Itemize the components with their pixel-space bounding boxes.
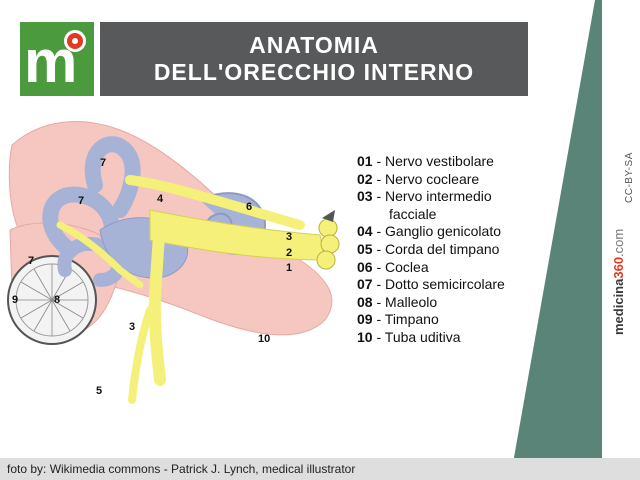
legend-item: 09 - Timpano [357, 311, 505, 329]
legend-text: Nervo cocleare [385, 170, 480, 187]
legend-text: Dotto semicircolare [385, 276, 505, 293]
legend-number: 03 [357, 188, 373, 205]
legend-separator: - [372, 240, 386, 257]
legend-text: Tuba uditiva [384, 328, 461, 345]
legend-number: 07 [357, 276, 373, 293]
legend-item: 06 - Coclea [357, 259, 505, 277]
side-panel [602, 0, 640, 458]
label-6: 6 [246, 201, 252, 213]
legend-item: 08 - Malleolo [357, 294, 505, 312]
legend-number: 02 [357, 170, 373, 187]
tympanic-membrane [7, 255, 97, 345]
chorda-tympani [128, 306, 154, 404]
title-box: ANATOMIA DELL'ORECCHIO INTERNO [100, 22, 528, 96]
legend-number: 04 [357, 223, 373, 240]
facial-nerve-upper [125, 175, 305, 230]
vertical-brand: medicina360.com [611, 229, 626, 335]
legend-item: 02 - Nervo cocleare [357, 171, 505, 189]
page-title-line1: ANATOMIA [249, 32, 379, 58]
label-8: 8 [54, 294, 60, 306]
medicina360-logo: m [20, 22, 94, 96]
label-7: 7 [78, 195, 84, 207]
legend-number: 05 [357, 240, 373, 257]
legend-text: Nervo intermedio [385, 188, 492, 205]
legend-separator: - [372, 293, 386, 310]
label-1: 1 [286, 262, 292, 274]
legend-separator: - [372, 328, 385, 345]
label-4: 4 [157, 193, 164, 205]
inner-ear-diagram: 7 7 7 4 6 3 2 1 9 8 3 10 5 [7, 121, 340, 404]
label-7: 7 [100, 157, 106, 169]
legend-text: Nervo vestibolare [385, 153, 494, 169]
legend-number: 06 [357, 258, 373, 275]
malleus-nerve-branch [56, 221, 144, 289]
legend-separator: - [372, 153, 386, 169]
brand-medicina: medicina [611, 278, 626, 335]
label-7: 7 [28, 255, 34, 267]
legend-separator: - [372, 276, 386, 293]
license-label: CC-BY-SA [624, 152, 635, 203]
brand-360: 360 [611, 256, 626, 279]
page-title-line2: DELL'ORECCHIO INTERNO [153, 59, 475, 85]
legend-item: 04 - Ganglio genicolato [357, 223, 505, 241]
legend-text: Coclea [385, 258, 429, 275]
label-9: 9 [12, 294, 18, 306]
semicircular-canal-superior [84, 136, 141, 218]
legend-item: 10 - Tuba uditiva [357, 329, 505, 347]
legend-item-continuation: facciale [389, 205, 437, 222]
legend-separator: - [372, 311, 385, 328]
legend-number: 01 [357, 153, 373, 169]
legend-text: Ganglio genicolato [385, 223, 502, 240]
legend-text: Timpano [384, 311, 439, 328]
facial-nerve-descending [148, 214, 166, 386]
legend-text: Corda del timpano [385, 240, 500, 257]
label-2: 2 [286, 247, 292, 259]
legend-text: Malleolo [385, 293, 438, 310]
label-5: 5 [96, 385, 102, 397]
legend-separator: - [372, 188, 386, 205]
legend-separator: - [372, 170, 386, 187]
legend-separator: - [372, 223, 386, 240]
legend-item: 05 - Corda del timpano [357, 241, 505, 259]
logo-dot-icon [64, 30, 86, 52]
brand-com: .com [611, 228, 626, 257]
label-3: 3 [286, 231, 292, 243]
legend-item: 07 - Dotto semicircolare [357, 276, 505, 294]
legend-separator: - [372, 258, 386, 275]
legend-number: 08 [357, 293, 373, 310]
nerve-bundle-end [316, 210, 340, 270]
legend-number: 10 [357, 328, 373, 345]
label-3: 3 [129, 321, 135, 333]
legend-item: 03 - Nervo intermedio [357, 188, 505, 206]
photo-credit: foto by: Wikimedia commons - Patrick J. … [0, 458, 640, 480]
legend-item: 01 - Nervo vestibolare [357, 153, 505, 171]
legend-number: 09 [357, 311, 373, 328]
label-10: 10 [258, 333, 270, 345]
